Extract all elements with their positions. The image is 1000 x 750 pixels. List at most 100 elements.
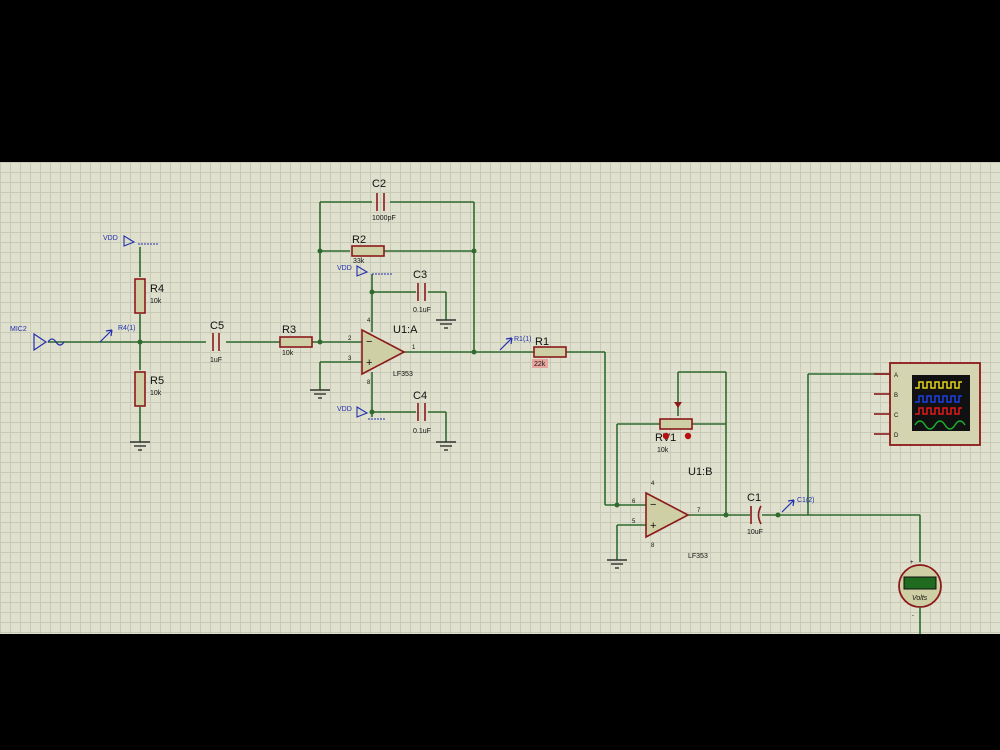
increment-dot-icon[interactable] bbox=[684, 432, 692, 440]
terminal-arrow-icon bbox=[33, 332, 48, 352]
pin-label: 8 bbox=[367, 380, 371, 386]
probe-r4[interactable]: R4(1) bbox=[99, 325, 136, 343]
plus-sign: + bbox=[366, 357, 372, 369]
mic-terminal[interactable]: MIC2 bbox=[10, 326, 65, 352]
junction bbox=[317, 248, 323, 254]
schematic-svg: MIC2 R4(1) VDD R4 10k R5 10k C5 1uF R3 1… bbox=[10, 178, 981, 634]
r3-value: 10k bbox=[282, 350, 294, 357]
voltmeter[interactable]: + Volts - bbox=[898, 560, 942, 634]
minus-sign: − bbox=[650, 499, 656, 511]
mic-label: MIC2 bbox=[10, 326, 27, 333]
c4-ref: C4 bbox=[413, 390, 427, 402]
vdd-label: VDD bbox=[103, 235, 118, 242]
pin-label: 4 bbox=[367, 318, 371, 324]
c3-ref: C3 bbox=[413, 269, 427, 281]
scope-channel-label: A bbox=[894, 373, 898, 379]
c1-value: 10uF bbox=[747, 529, 763, 536]
r1-body bbox=[533, 346, 567, 358]
c5-ref: C5 bbox=[210, 320, 224, 332]
power-arrow-icon bbox=[356, 265, 369, 277]
capacitor-c3[interactable]: C3 0.1uF bbox=[413, 269, 431, 314]
c1-ref: C1 bbox=[747, 492, 761, 504]
r1-value-highlight bbox=[532, 359, 548, 368]
r4-value: 10k bbox=[150, 298, 162, 305]
probe-arrow-icon bbox=[99, 329, 113, 343]
probe-arrow-icon bbox=[781, 499, 795, 513]
power-arrow-icon bbox=[123, 235, 136, 247]
opamp-u1a[interactable]: − + 2 3 1 4 8 U1:A LF353 bbox=[348, 318, 418, 386]
schematic-canvas[interactable]: MIC2 R4(1) VDD R4 10k R5 10k C5 1uF R3 1… bbox=[0, 162, 1000, 634]
junction bbox=[369, 409, 375, 415]
junction bbox=[137, 339, 143, 345]
probe-r1-label: R1(1) bbox=[514, 336, 532, 343]
junction bbox=[471, 248, 477, 254]
vdd-terminal-1[interactable]: VDD bbox=[103, 235, 158, 247]
resistor-r2[interactable]: R2 33k bbox=[351, 234, 385, 265]
vdd-terminal-3[interactable]: VDD bbox=[337, 406, 386, 420]
rv1-body bbox=[659, 418, 693, 430]
r4-ref: R4 bbox=[150, 283, 164, 295]
c1-plate-curved bbox=[757, 505, 762, 525]
ground-icon bbox=[436, 441, 456, 451]
scope-channel-label: B bbox=[894, 393, 898, 399]
power-arrow-icon bbox=[356, 406, 369, 418]
scope-trace-c bbox=[915, 407, 962, 415]
opamp-u1a-body bbox=[361, 328, 406, 376]
voltmeter-plus: + bbox=[910, 560, 914, 566]
r4-body bbox=[134, 278, 146, 314]
vdd-terminal-2[interactable]: VDD bbox=[337, 265, 392, 277]
junction bbox=[775, 512, 781, 518]
capacitor-c5[interactable]: C5 1uF bbox=[206, 320, 226, 364]
vdd-label: VDD bbox=[337, 406, 352, 413]
c5-gap bbox=[206, 334, 226, 350]
opamp-u1b[interactable]: − + 6 5 7 4 8 U1:B LF353 bbox=[632, 466, 712, 560]
resistor-r1[interactable]: R1 22k bbox=[532, 336, 567, 368]
junction bbox=[614, 502, 620, 508]
scope-screen bbox=[912, 375, 970, 431]
junction bbox=[369, 289, 375, 295]
pin-label: 1 bbox=[412, 345, 416, 351]
pin-label: 5 bbox=[632, 519, 636, 525]
r2-ref: R2 bbox=[352, 234, 366, 246]
pin-label: 7 bbox=[697, 508, 701, 514]
u1b-ref: U1:B bbox=[688, 466, 712, 478]
voltmeter-unit: Volts bbox=[912, 595, 928, 602]
c2-ref: C2 bbox=[372, 178, 386, 190]
wires bbox=[48, 201, 921, 562]
opamp-u1b-body bbox=[645, 491, 690, 539]
ground-icon bbox=[310, 389, 330, 399]
resistor-r3[interactable]: R3 10k bbox=[279, 324, 313, 357]
r5-body bbox=[134, 371, 146, 407]
c4-value: 0.1uF bbox=[413, 428, 431, 435]
probe-c1[interactable]: C1(2) bbox=[781, 497, 815, 513]
resistor-r5[interactable]: R5 10k bbox=[134, 371, 164, 407]
scope-trace-a bbox=[915, 381, 962, 389]
sine-source-icon bbox=[47, 338, 65, 346]
junction bbox=[723, 512, 729, 518]
voltmeter-display bbox=[903, 576, 937, 590]
r1-value: 22k bbox=[534, 361, 546, 368]
ground-icon bbox=[607, 559, 627, 569]
decrement-dot-icon[interactable] bbox=[662, 432, 670, 440]
resistor-r4[interactable]: R4 10k bbox=[134, 278, 164, 314]
junction bbox=[471, 349, 477, 355]
r2-body bbox=[351, 245, 385, 257]
probe-arrow-icon bbox=[499, 337, 513, 351]
minus-sign: − bbox=[366, 336, 372, 348]
ground-icon bbox=[436, 319, 456, 329]
plus-sign: + bbox=[650, 520, 656, 532]
junction bbox=[317, 339, 323, 345]
scope-trace-b bbox=[915, 395, 962, 403]
wiper-arrow-icon bbox=[674, 402, 682, 408]
c2-value: 1000pF bbox=[372, 215, 396, 222]
probe-r1[interactable]: R1(1) bbox=[499, 336, 532, 351]
oscilloscope[interactable]: A B C D bbox=[874, 362, 981, 446]
r5-value: 10k bbox=[150, 390, 162, 397]
potentiometer-rv1[interactable]: RV1 10k bbox=[655, 402, 693, 454]
pin-label: 8 bbox=[651, 543, 655, 549]
capacitor-c1[interactable]: C1 10uF bbox=[747, 492, 763, 536]
ground-icon bbox=[130, 441, 150, 451]
pin-label: 3 bbox=[348, 356, 352, 362]
capacitor-c4[interactable]: C4 0.1uF bbox=[413, 390, 431, 435]
capacitor-c2[interactable]: C2 1000pF bbox=[372, 178, 396, 222]
